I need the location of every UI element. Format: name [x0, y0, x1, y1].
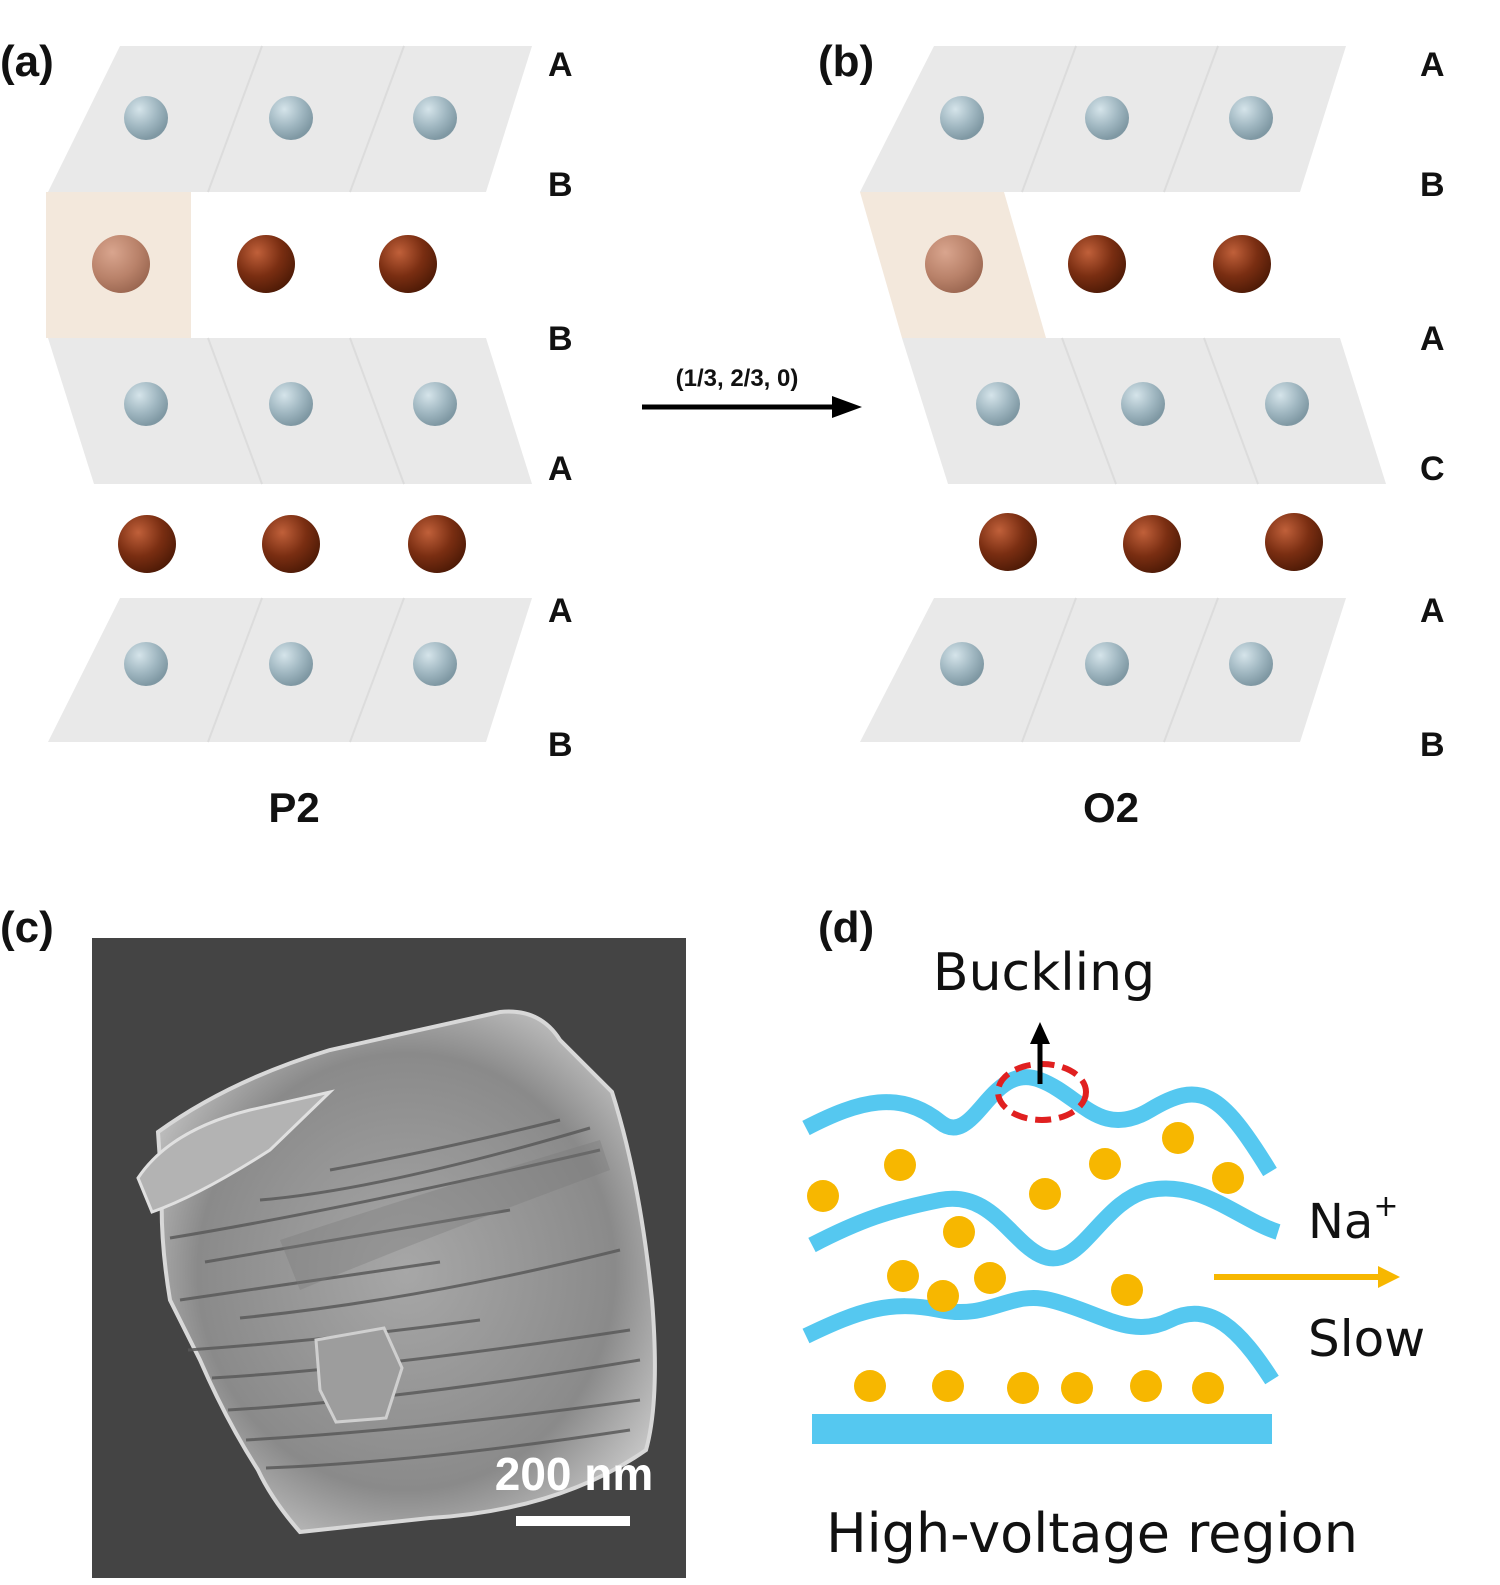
na-ion: [1265, 513, 1323, 571]
na-dot: [943, 1216, 975, 1248]
tm-ion: [413, 96, 457, 140]
na-dot: [974, 1262, 1006, 1294]
tm-ion: [976, 382, 1020, 426]
tm-ion: [1229, 96, 1273, 140]
na-dot: [1029, 1178, 1061, 1210]
right-arrow-icon: [1378, 1266, 1400, 1288]
na-dot: [1089, 1148, 1121, 1180]
tm-ion: [269, 382, 313, 426]
wave-layer: [802, 1289, 1279, 1385]
tm-ion: [1085, 96, 1129, 140]
stacking-label: B: [548, 166, 573, 204]
na-dot: [932, 1370, 964, 1402]
na-dot: [1212, 1162, 1244, 1194]
na-ion: [1213, 235, 1271, 293]
buckling-label: Buckling: [933, 943, 1155, 1003]
panel-d: (d) Buckling: [802, 903, 1425, 1565]
stacking-label: A: [548, 592, 573, 630]
tm-ion: [1085, 642, 1129, 686]
up-arrow-icon: [1030, 1022, 1050, 1044]
na-dot: [1111, 1274, 1143, 1306]
panel-a-label: (a): [0, 37, 54, 86]
wave-layer: [808, 1180, 1281, 1267]
stacking-label: B: [548, 320, 573, 358]
stacking-label: A: [1420, 46, 1445, 84]
tm-ion: [124, 96, 168, 140]
tm-ion: [124, 642, 168, 686]
panel-c-label: (c): [0, 903, 54, 952]
stacking-label: C: [1420, 450, 1445, 488]
na-dot: [1192, 1372, 1224, 1404]
stacking-label: A: [548, 46, 573, 84]
p2-layer-bottom: [48, 597, 532, 743]
na-dot: [854, 1370, 886, 1402]
na-ion: [979, 513, 1037, 571]
na-dot: [807, 1180, 839, 1212]
na-dot: [884, 1149, 916, 1181]
phase-label-o2: O2: [1083, 784, 1139, 831]
panel-b-label: (b): [818, 37, 874, 86]
transition: (1/3, 2/3, 0): [642, 365, 862, 418]
tm-ion: [1229, 642, 1273, 686]
region-label: High-voltage region: [826, 1502, 1358, 1565]
sem-inclusion: [314, 1326, 404, 1424]
na-ion: [379, 235, 437, 293]
phase-label-p2: P2: [268, 784, 319, 831]
tm-ion: [413, 382, 457, 426]
p2-layer-top: [48, 45, 532, 193]
tm-ion: [124, 382, 168, 426]
arrow-head-icon: [832, 396, 862, 418]
scale-bar-label: 200 nm: [495, 1448, 654, 1500]
stacking-label: B: [1420, 166, 1445, 204]
na-dot: [1061, 1372, 1093, 1404]
ion-label: Na+: [1308, 1189, 1398, 1250]
sem-particle: [155, 1009, 657, 1535]
o2-layer-middle: [902, 337, 1386, 485]
shift-vector-label: (1/3, 2/3, 0): [676, 365, 799, 392]
na-ion: [118, 515, 176, 573]
stacking-label: B: [1420, 726, 1445, 764]
o2-layer-top: [860, 45, 1346, 193]
panel-b: (b): [818, 37, 1445, 831]
stacking-label: B: [548, 726, 573, 764]
na-ion: [262, 515, 320, 573]
na-dot: [1162, 1122, 1194, 1154]
na-ion: [1068, 235, 1126, 293]
sem-flake: [136, 1089, 335, 1214]
stacking-label: A: [1420, 320, 1445, 358]
panel-c: (c) 200 nm: [0, 903, 686, 1578]
wave-layer: [802, 1069, 1277, 1177]
tm-ion: [413, 642, 457, 686]
na-ion-highlight: [925, 235, 983, 293]
tm-ion: [940, 642, 984, 686]
tm-ion: [1265, 382, 1309, 426]
na-dot: [927, 1280, 959, 1312]
o2-layer-bottom: [860, 597, 1346, 743]
na-ion-highlight: [92, 235, 150, 293]
na-ion: [408, 515, 466, 573]
sem-layer-cracks: [169, 1118, 641, 1470]
base-layer: [812, 1414, 1272, 1444]
tm-ion: [269, 96, 313, 140]
tm-ion: [269, 642, 313, 686]
scale-bar: [516, 1516, 630, 1526]
p2-layer-middle: [48, 337, 532, 485]
na-dots: [807, 1122, 1244, 1404]
na-dot: [887, 1260, 919, 1292]
stacking-label: A: [1420, 592, 1445, 630]
panel-a: (a): [0, 37, 573, 831]
na-ion: [237, 235, 295, 293]
stacking-label: A: [548, 450, 573, 488]
panel-d-label: (d): [818, 903, 874, 952]
tm-ion: [940, 96, 984, 140]
na-dot: [1130, 1370, 1162, 1402]
na-ion: [1123, 515, 1181, 573]
na-dot: [1007, 1372, 1039, 1404]
rate-label: Slow: [1308, 1310, 1425, 1368]
tm-ion: [1121, 382, 1165, 426]
